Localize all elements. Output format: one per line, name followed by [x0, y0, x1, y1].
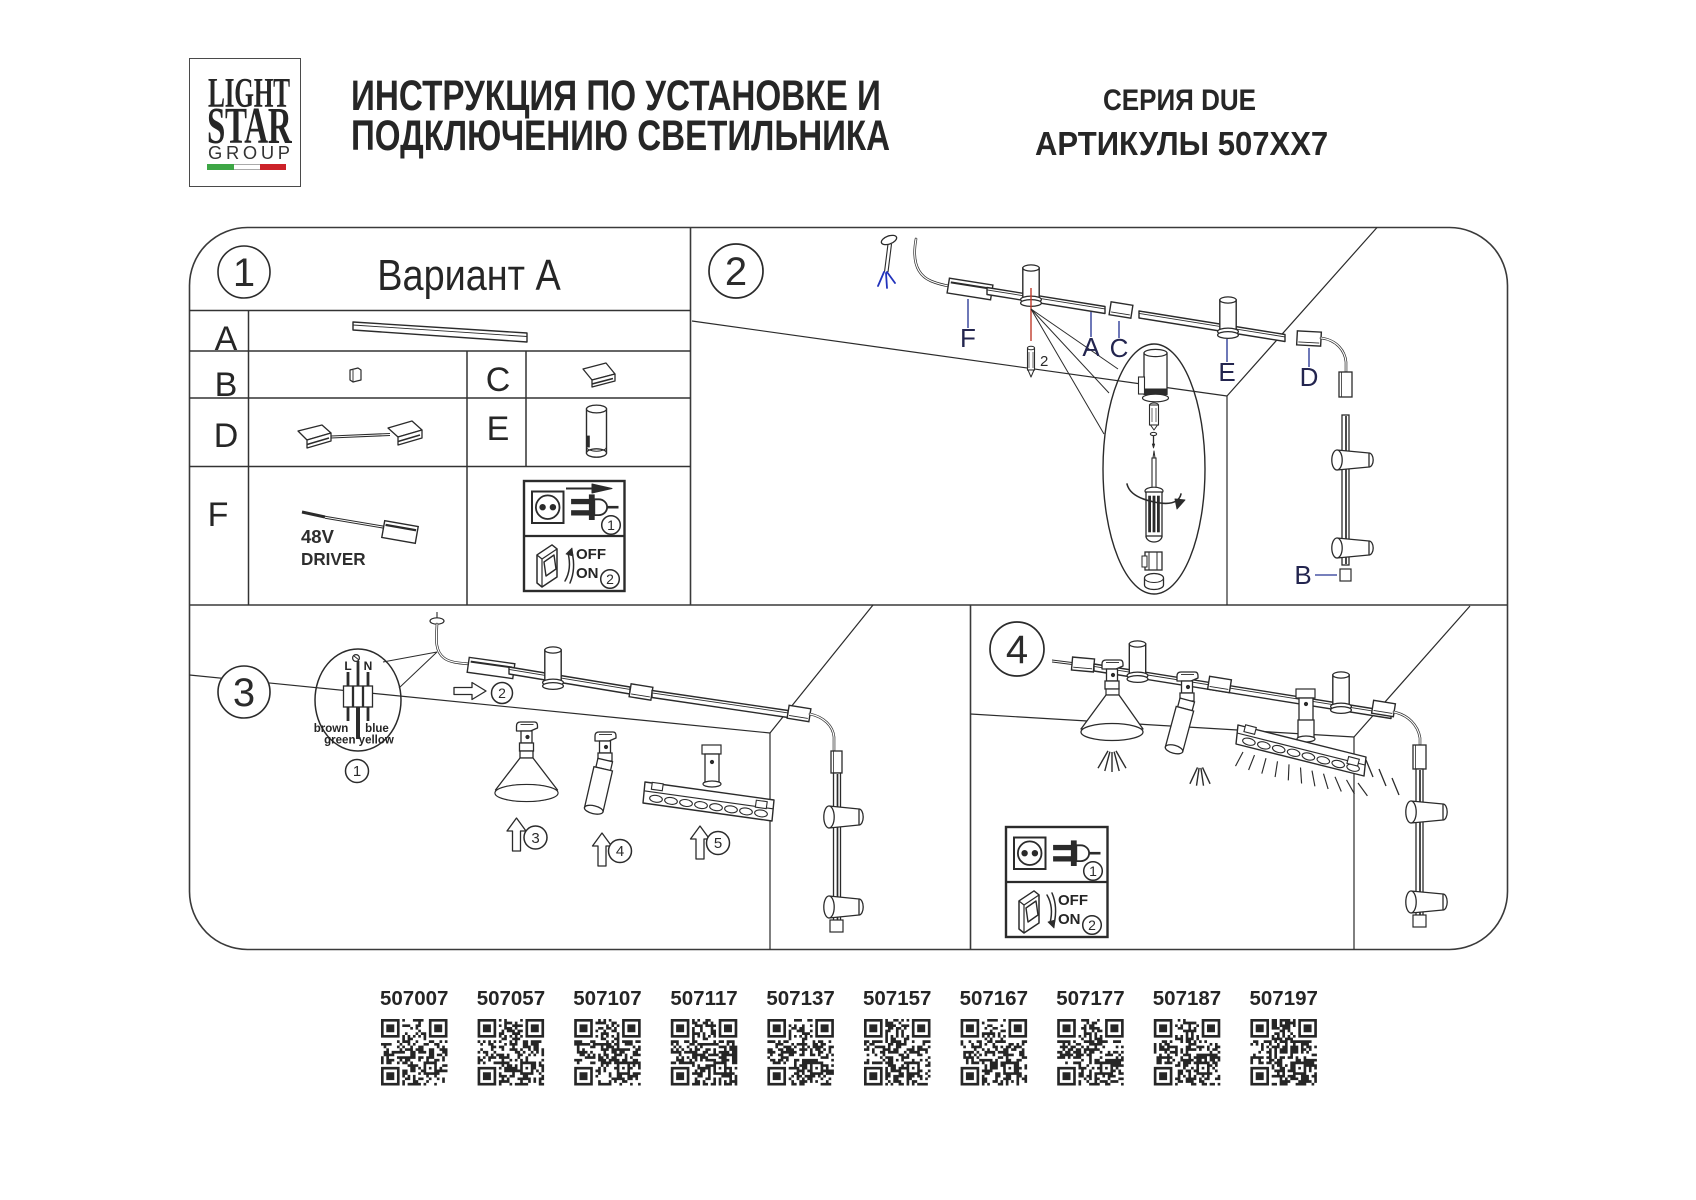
- svg-text:brown: brown: [314, 723, 349, 735]
- svg-text:2: 2: [606, 571, 614, 587]
- svg-text:3: 3: [233, 671, 255, 715]
- svg-text:L: L: [344, 659, 351, 673]
- svg-text:48V: 48V: [301, 526, 335, 547]
- svg-text:ON: ON: [576, 565, 599, 582]
- svg-text:1: 1: [233, 251, 255, 295]
- svg-text:E: E: [487, 410, 510, 448]
- svg-text:D: D: [1300, 362, 1319, 392]
- svg-text:2: 2: [725, 250, 747, 294]
- svg-text:3: 3: [531, 830, 539, 847]
- svg-text:1: 1: [353, 763, 361, 780]
- svg-text:507057: 507057: [477, 987, 545, 1010]
- svg-text:507157: 507157: [863, 987, 931, 1010]
- svg-text:Вариант А: Вариант А: [377, 250, 561, 299]
- svg-text:1: 1: [1089, 863, 1097, 879]
- svg-text:C: C: [1110, 333, 1129, 363]
- svg-text:D: D: [214, 417, 239, 455]
- svg-text:507177: 507177: [1056, 987, 1124, 1010]
- svg-text:4: 4: [1006, 628, 1028, 672]
- svg-text:green yellow: green yellow: [324, 735, 394, 747]
- svg-text:A: A: [215, 320, 238, 358]
- svg-text:507187: 507187: [1153, 987, 1221, 1010]
- svg-text:507007: 507007: [380, 987, 448, 1010]
- svg-text:2: 2: [1088, 917, 1096, 933]
- svg-text:F: F: [208, 496, 229, 534]
- svg-text:F: F: [960, 323, 976, 353]
- svg-text:1: 1: [607, 517, 615, 533]
- svg-text:DRIVER: DRIVER: [301, 549, 366, 570]
- svg-text:4: 4: [616, 843, 624, 860]
- svg-text:507167: 507167: [960, 987, 1028, 1010]
- svg-text:N: N: [364, 659, 373, 673]
- svg-text:B: B: [215, 366, 238, 404]
- svg-text:507107: 507107: [573, 987, 641, 1010]
- svg-text:507137: 507137: [766, 987, 834, 1010]
- svg-text:OFF: OFF: [1058, 892, 1088, 909]
- svg-text:B: B: [1294, 560, 1311, 590]
- svg-text:2: 2: [1040, 353, 1048, 370]
- svg-text:OFF: OFF: [576, 546, 606, 563]
- svg-text:507197: 507197: [1249, 987, 1317, 1010]
- svg-text:2: 2: [498, 685, 506, 701]
- svg-text:blue: blue: [365, 723, 389, 735]
- svg-text:E: E: [1218, 357, 1235, 387]
- svg-text:5: 5: [714, 835, 722, 852]
- svg-text:507117: 507117: [670, 987, 737, 1010]
- svg-text:ON: ON: [1058, 911, 1081, 928]
- svg-text:A: A: [1082, 332, 1100, 362]
- svg-text:C: C: [486, 361, 511, 399]
